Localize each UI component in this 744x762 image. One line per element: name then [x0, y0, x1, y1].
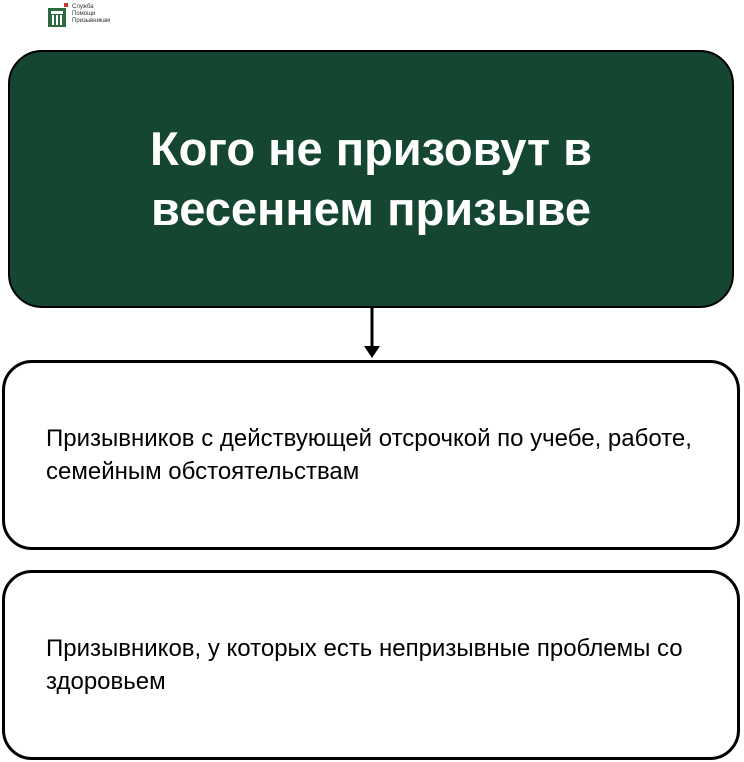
item-text-deferment: Призывников с действующей отсрочкой по у…: [46, 424, 692, 485]
logo: Служба Помощи Призывникам: [47, 2, 110, 28]
logo-line-2: Помощи: [72, 11, 96, 17]
logo-line-3: Призывникам: [72, 18, 111, 24]
connector-arrow: [364, 308, 380, 358]
building-logo-icon: [48, 3, 68, 27]
item-box-health: Призывников, у которых есть непризывные …: [2, 570, 740, 760]
logo-line-1: Служба: [72, 4, 94, 10]
item-text-health: Призывников, у которых есть непризывные …: [46, 634, 683, 695]
logo-text: Служба Помощи Призывникам: [72, 4, 110, 25]
title-text: Кого не призовут в весеннем призыве: [149, 122, 592, 235]
title-box: Кого не призовут в весеннем призыве: [8, 50, 734, 308]
item-box-deferment: Призывников с действующей отсрочкой по у…: [2, 360, 740, 550]
